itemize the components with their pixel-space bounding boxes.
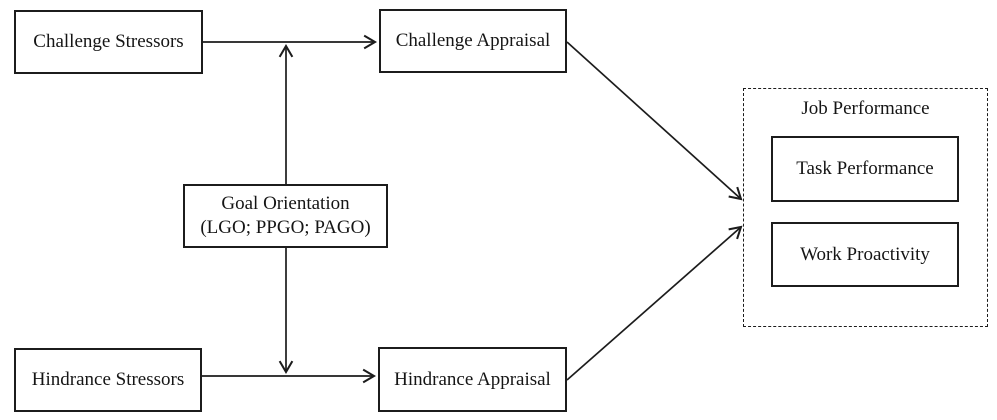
group-job-performance-title: Job Performance: [801, 98, 930, 119]
box-hindrance-stressors-label: Hindrance Stressors: [31, 369, 185, 391]
box-hindrance-appraisal: Hindrance Appraisal: [378, 347, 567, 412]
box-task-performance: Task Performance: [771, 136, 959, 202]
box-work-proactivity: Work Proactivity: [771, 222, 959, 287]
box-goal-orientation: Goal Orientation (LGO; PPGO; PAGO): [183, 184, 388, 248]
box-challenge-stressors-label: Challenge Stressors: [33, 31, 184, 53]
arrow-challenge-appraisal-to-job-performance: [566, 41, 743, 201]
box-hindrance-stressors: Hindrance Stressors: [14, 348, 202, 412]
box-challenge-appraisal: Challenge Appraisal: [379, 9, 567, 73]
box-goal-orientation-label-line1: Goal Orientation: [221, 193, 350, 215]
arrow-hindrance-appraisal-to-job-performance: [566, 225, 743, 381]
box-work-proactivity-label: Work Proactivity: [800, 243, 930, 265]
box-challenge-appraisal-label: Challenge Appraisal: [395, 30, 551, 52]
box-task-performance-label: Task Performance: [796, 158, 934, 180]
box-hindrance-appraisal-label: Hindrance Appraisal: [394, 368, 551, 390]
box-challenge-stressors: Challenge Stressors: [14, 10, 203, 74]
box-goal-orientation-label-line2: (LGO; PPGO; PAGO): [200, 217, 371, 238]
group-job-performance: Job Performance Task Performance Work Pr…: [743, 88, 988, 327]
